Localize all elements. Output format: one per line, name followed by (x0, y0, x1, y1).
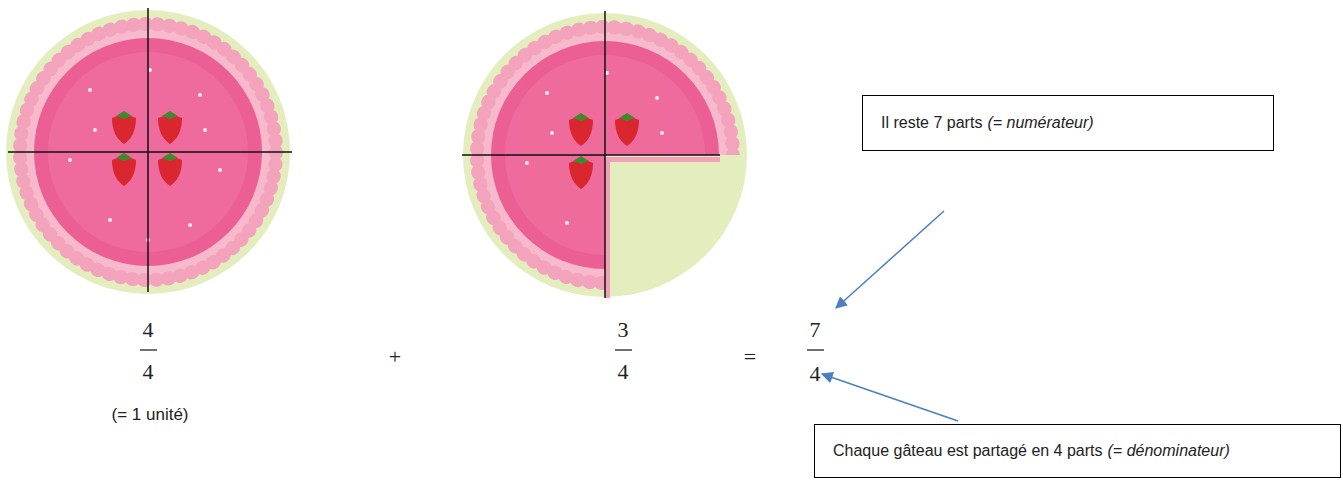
whole-cake (6, 8, 292, 294)
box-text: Il reste 7 parts (881, 114, 982, 131)
note-text: (= 1 unité) (111, 405, 188, 425)
box-text: Chaque gâteau est partagé en 4 parts (833, 442, 1103, 459)
fraction-bar (807, 349, 824, 350)
fraction-term: 4 (810, 361, 821, 387)
three-quarter-cake (462, 11, 747, 298)
fraction-bar (615, 349, 632, 350)
fraction-term: 4 (143, 359, 154, 385)
box-note: (= dénominateur) (1108, 442, 1230, 459)
fraction-term: + (389, 344, 401, 370)
fraction-term: 3 (618, 317, 629, 343)
fraction-term: 4 (618, 359, 629, 385)
fraction-term: = (744, 344, 756, 370)
leader-arrow (822, 374, 958, 421)
strawberries (112, 111, 182, 186)
leader-arrow (836, 211, 944, 308)
box-note: (= numérateur) (987, 114, 1093, 131)
text-box: Chaque gâteau est partagé en 4 parts (= d… (814, 424, 1341, 478)
fraction-term: 4 (143, 317, 154, 343)
text-box: Il reste 7 parts (= numérateur) (862, 95, 1274, 151)
fraction-bar (140, 349, 157, 350)
fraction-term: 7 (810, 317, 821, 343)
